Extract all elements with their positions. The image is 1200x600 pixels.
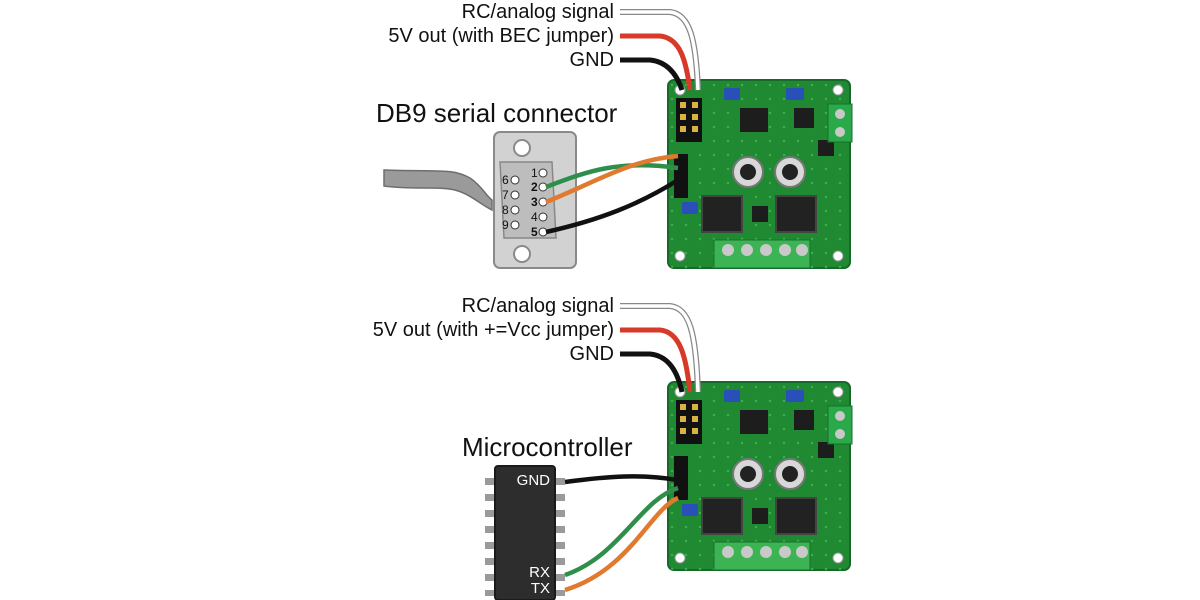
chip-pin-tx: TX	[531, 580, 550, 597]
db9-pin-6: 6	[502, 173, 509, 187]
db9-pin-1: 1	[531, 166, 538, 180]
label-gnd: GND	[570, 49, 614, 71]
db9-pin-5: 5	[531, 225, 538, 239]
db9-pin-3: 3	[531, 195, 538, 209]
microcontroller-title: Microcontroller	[462, 432, 633, 462]
db9-connector: 1 2 3 4 5 6 7 8 9	[493, 131, 577, 269]
motor-controller-board-bottom	[667, 381, 853, 571]
serial-wire-black-2	[564, 474, 679, 485]
power-wire-2	[620, 327, 693, 393]
db9-pin-4: 4	[531, 210, 538, 224]
label-gnd-2: GND	[570, 343, 614, 365]
db9-pin-9: 9	[502, 218, 509, 232]
ground-wire-2	[620, 351, 685, 393]
bottom-diagram: GND RX TX RC/analog signal 5V out (with …	[373, 295, 853, 600]
power-wire	[620, 33, 693, 91]
label-rc-signal: RC/analog signal	[462, 1, 614, 23]
microcontroller-chip: GND RX TX	[485, 465, 565, 600]
db9-pin-2: 2	[531, 180, 538, 194]
serial-wire-black	[545, 178, 680, 235]
ribbon-cable	[383, 169, 493, 212]
serial-wire-orange-2	[564, 495, 680, 593]
chip-pin-gnd: GND	[517, 472, 551, 489]
chip-pin-rx: RX	[529, 564, 550, 581]
db9-pin-7: 7	[502, 188, 509, 202]
top-diagram: 1 2 3 4 5 6 7 8 9 RC/analog signal 5V ou…	[376, 1, 853, 269]
label-5v-out-2: 5V out (with +=Vcc jumper)	[373, 319, 614, 341]
serial-wire-orange	[545, 153, 679, 205]
db9-pin-8: 8	[502, 203, 509, 217]
serial-wire-green	[545, 162, 679, 190]
label-rc-signal-2: RC/analog signal	[462, 295, 614, 317]
serial-wire-green-2	[564, 485, 679, 578]
label-5v-out: 5V out (with BEC jumper)	[388, 25, 614, 47]
connector-title: DB9 serial connector	[376, 98, 618, 128]
ground-wire	[620, 57, 685, 91]
motor-controller-board-top	[667, 79, 853, 269]
